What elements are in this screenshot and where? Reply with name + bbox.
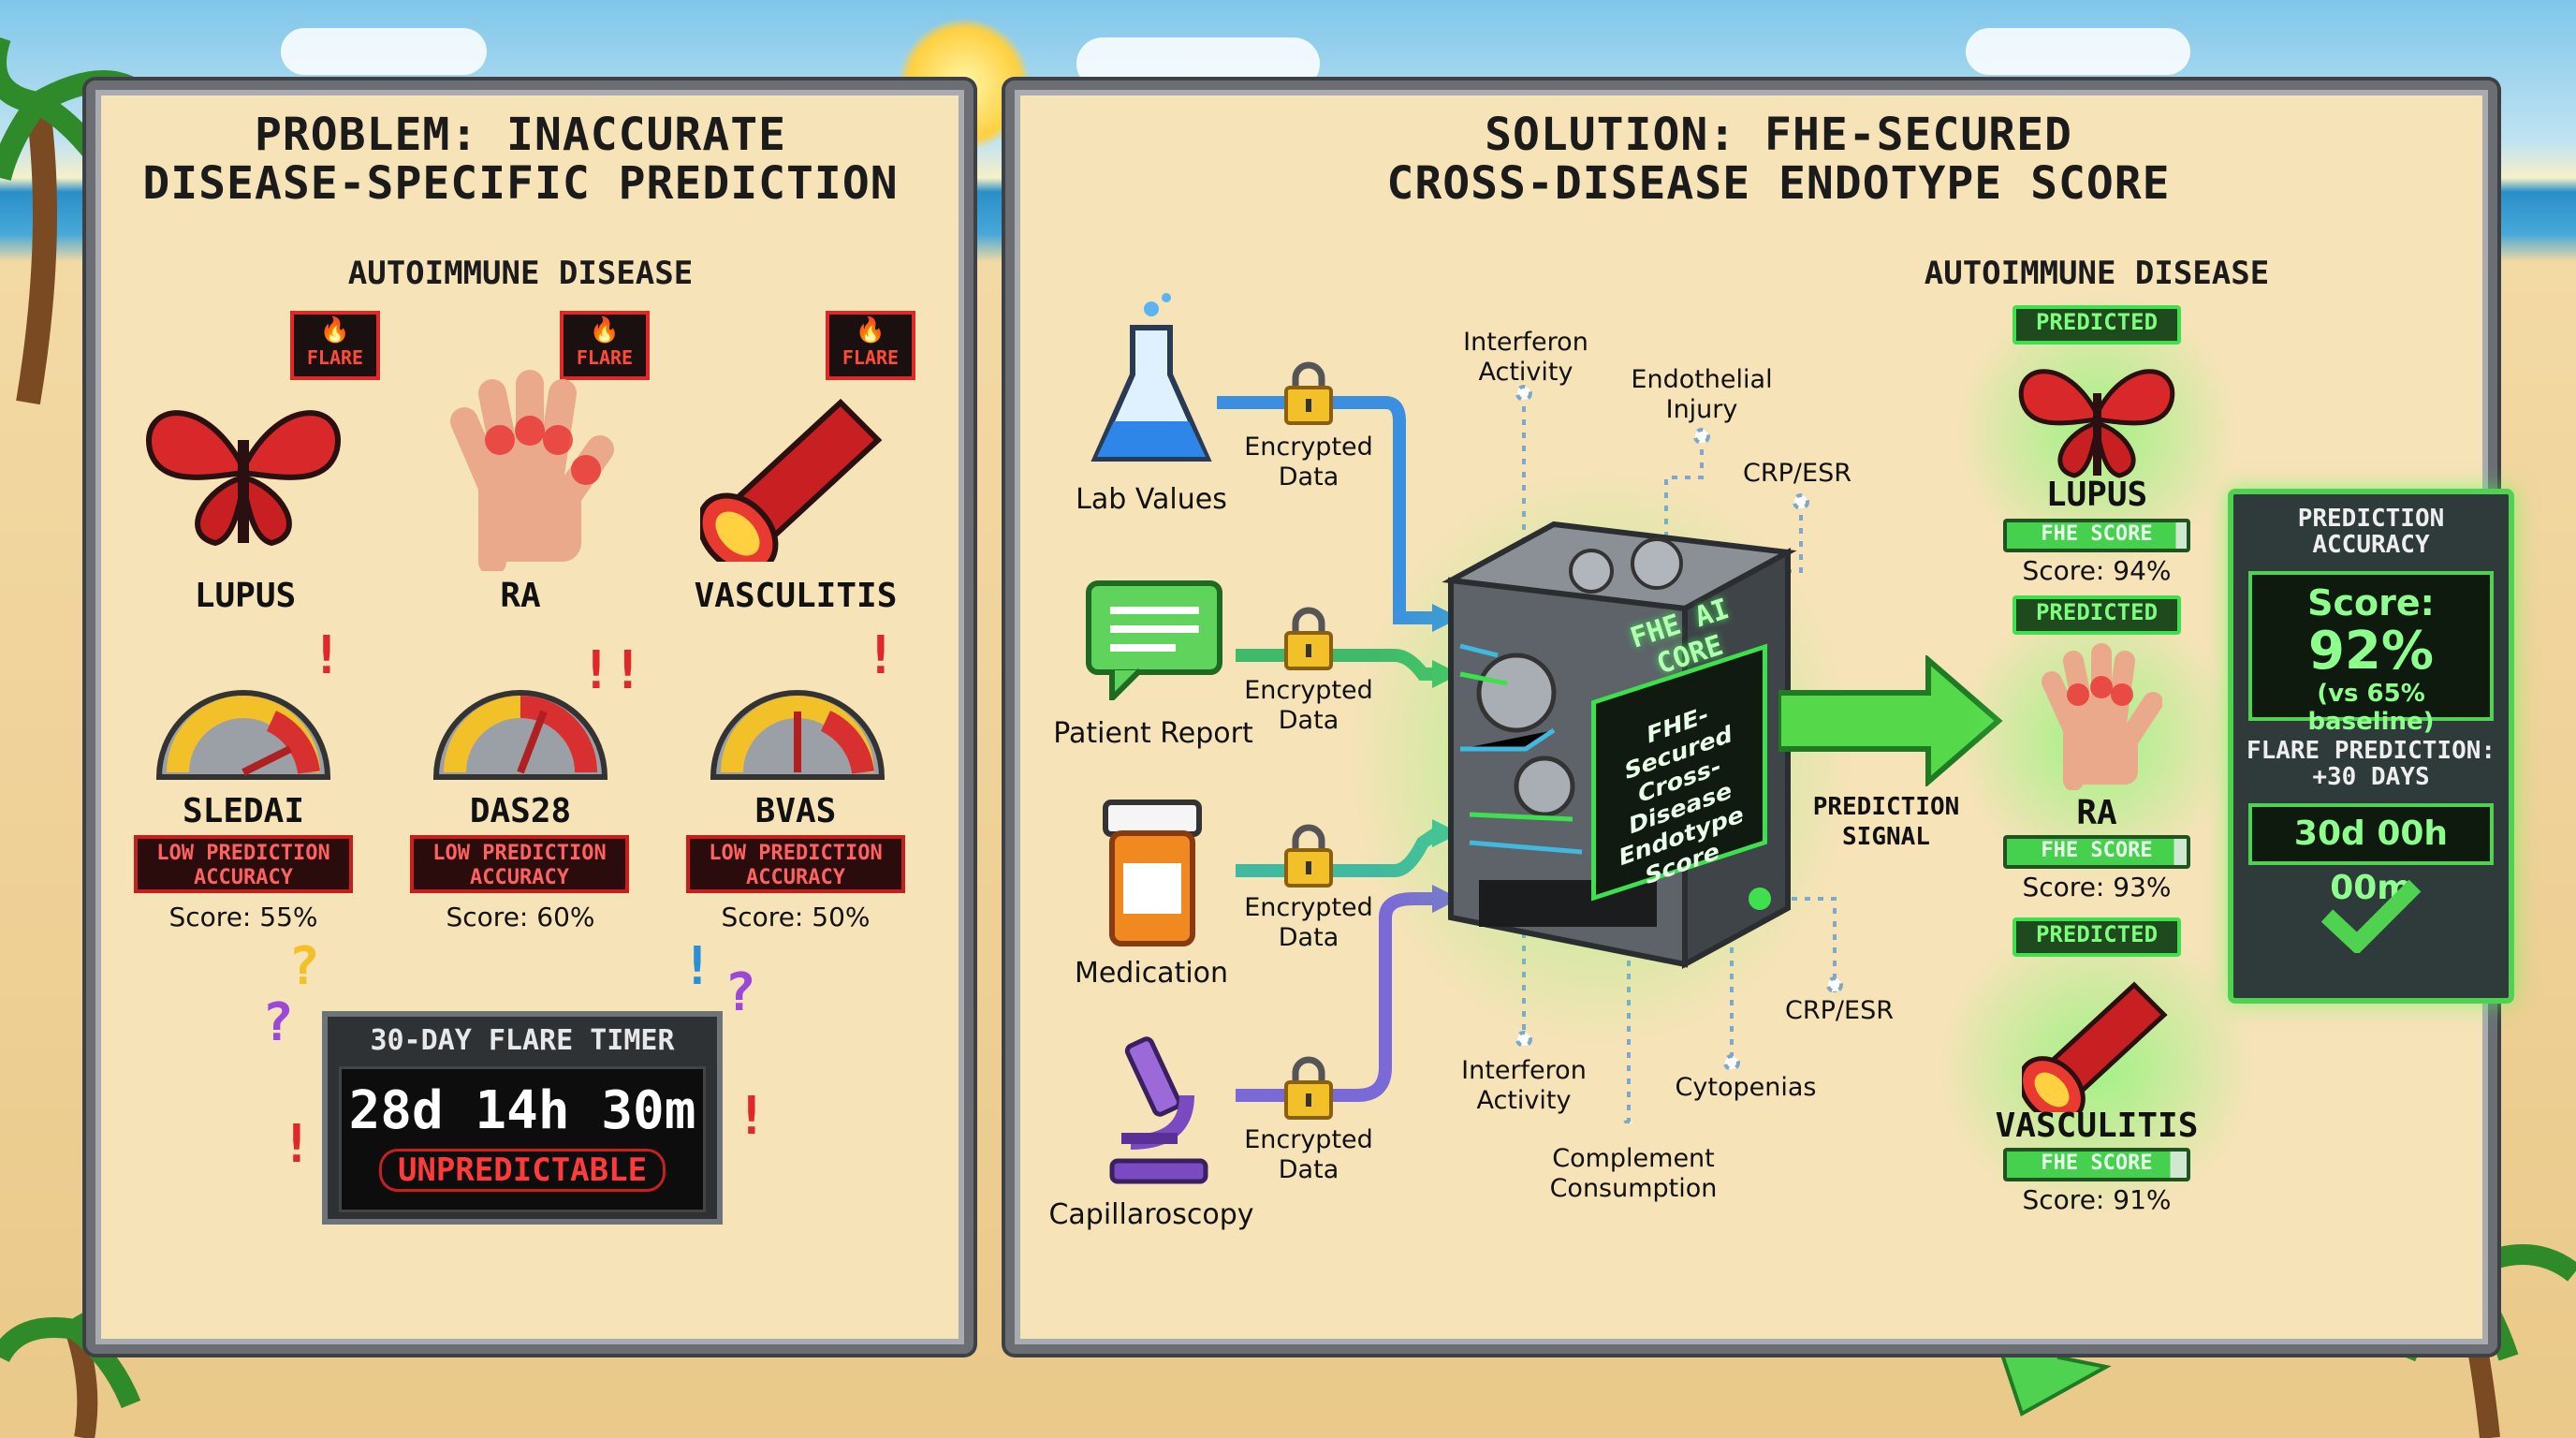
fhe-score-bar: FHE SCORE — [2003, 519, 2190, 552]
fhe-score-label: FHE SCORE — [2041, 839, 2153, 862]
accuracy-title: PREDICTION ACCURACY — [2297, 505, 2445, 559]
gauge-icon — [155, 690, 331, 780]
flare-timer-label: 30-DAY FLARE TIMER — [370, 1024, 675, 1057]
output-score: Score: 94% — [2022, 555, 2172, 586]
cloud — [281, 28, 487, 75]
biomarker-label: Interferon Activity — [1463, 328, 1588, 387]
biomarker-label: CRP/ESR — [1743, 459, 1852, 488]
input-label: Patient Report — [1053, 717, 1253, 750]
low-accuracy-badge: LOW PREDICTION ACCURACY — [410, 835, 629, 893]
problem-title-line1: PROBLEM: INACCURATE — [254, 109, 787, 161]
flare-timer: 30-DAY FLARE TIMER 28d 14h 30m UNPREDICT… — [322, 1011, 723, 1225]
disease-score: Score: 50% — [721, 902, 871, 932]
exclamation-icon: ! — [311, 625, 343, 686]
arthritic-hand-icon — [2042, 643, 2162, 790]
biomarker-label: Complement Consumption — [1549, 1144, 1718, 1203]
fire-icon: 🔥 — [589, 316, 621, 345]
pill-bottle-icon — [1103, 800, 1202, 946]
predicted-badge: PREDICTED — [2012, 917, 2181, 957]
predicted-badge: PREDICTED — [2012, 595, 2181, 635]
solution-title-line2: CROSS-DISEASE ENDOTYPE SCORE — [1386, 157, 2171, 210]
exclamation-icon: ! — [865, 625, 897, 686]
fhe-score-bar: FHE SCORE — [2003, 835, 2190, 869]
unpredictable-badge: UNPREDICTABLE — [379, 1149, 666, 1192]
biomarker-label: CRP/ESR — [1785, 996, 1894, 1025]
problem-subtitle: AUTOIMMUNE DISEASE — [347, 255, 694, 292]
checkmark-icon — [2320, 879, 2422, 953]
disease-index: DAS28 — [469, 792, 572, 830]
encrypted-data-label: Encrypted Data — [1244, 676, 1373, 735]
exclamation-icon: !! — [580, 640, 644, 701]
output-disease-name: LUPUS — [2045, 476, 2148, 514]
question-mark-icon: ? — [724, 962, 756, 1023]
accuracy-baseline: (vs 65% baseline) — [2307, 680, 2435, 736]
accuracy-score-value: 92% — [2307, 621, 2435, 682]
input-label: Lab Values — [1076, 483, 1227, 516]
disease-name: LUPUS — [194, 577, 297, 615]
cloud — [1966, 28, 2190, 75]
disease-index: BVAS — [754, 792, 837, 830]
blood-vessel-icon — [700, 398, 883, 562]
exclamation-icon: ! — [281, 1114, 313, 1175]
padlock-icon — [1284, 824, 1333, 888]
encrypted-data-label: Encrypted Data — [1244, 893, 1373, 952]
prediction-signal-label: PREDICTION SIGNAL — [1812, 793, 1960, 851]
flask-icon — [1090, 293, 1212, 462]
prediction-accuracy-box: PREDICTION ACCURACY Score: 92% (vs 65% b… — [2228, 489, 2514, 1004]
flare-prediction-label: FLARE PREDICTION: +30 DAYS — [2246, 737, 2496, 791]
padlock-icon — [1284, 361, 1333, 425]
butterfly-icon — [146, 410, 341, 547]
padlock-icon — [1284, 1056, 1333, 1120]
fire-icon: 🔥 — [319, 316, 351, 345]
exclamation-icon: ! — [736, 1086, 768, 1147]
fire-icon: 🔥 — [855, 316, 886, 345]
blood-vessel-icon — [2022, 981, 2168, 1112]
fhe-score-bar: FHE SCORE — [2003, 1148, 2190, 1181]
fhe-score-label: FHE SCORE — [2041, 1152, 2153, 1175]
arthritic-hand-icon — [450, 370, 614, 571]
solution-title-line1: SOLUTION: FHE-SECURED — [1485, 109, 2072, 161]
accuracy-score-label: Score: — [2307, 582, 2435, 624]
chat-bubble-icon — [1086, 580, 1222, 700]
gauge-icon — [710, 690, 886, 780]
microscope-icon — [1109, 1036, 1208, 1184]
output-subtitle: AUTOIMMUNE DISEASE — [1924, 255, 2270, 292]
question-mark-icon: ? — [262, 992, 294, 1053]
biomarker-label: Interferon Activity — [1461, 1056, 1587, 1115]
input-label: Capillaroscopy — [1048, 1198, 1254, 1231]
disease-name: VASCULITIS — [694, 577, 898, 615]
low-accuracy-badge: LOW PREDICTION ACCURACY — [134, 835, 353, 893]
output-disease-name: RA — [2076, 794, 2117, 832]
gauge-icon — [432, 690, 608, 780]
problem-title-line2: DISEASE-SPECIFIC PREDICTION — [142, 157, 899, 210]
biomarker-label: Endothelial Injury — [1631, 365, 1773, 424]
flare-prediction-value: 30d 00h 00m — [2248, 803, 2494, 907]
output-disease-name: VASCULITIS — [1995, 1107, 2199, 1145]
biomarker-label: Cytopenias — [1675, 1073, 1817, 1102]
encrypted-data-label: Encrypted Data — [1244, 433, 1373, 492]
predicted-badge: PREDICTED — [2012, 305, 2181, 345]
disease-index: SLEDAI — [182, 792, 305, 830]
flare-badge: 🔥FLARE — [290, 311, 380, 380]
output-score: Score: 93% — [2022, 872, 2172, 902]
disease-score: Score: 55% — [168, 902, 318, 932]
flare-badge: 🔥FLARE — [826, 311, 915, 380]
low-accuracy-badge: LOW PREDICTION ACCURACY — [686, 835, 905, 893]
input-label: Medication — [1074, 957, 1229, 990]
flare-badge: 🔥FLARE — [560, 311, 650, 380]
fhe-score-label: FHE SCORE — [2041, 522, 2153, 546]
disease-score: Score: 60% — [446, 902, 595, 932]
encrypted-data-label: Encrypted Data — [1244, 1125, 1373, 1184]
question-mark-icon: ? — [288, 936, 320, 997]
flare-timer-value: 28d 14h 30m — [348, 1080, 696, 1141]
disease-name: RA — [500, 577, 541, 615]
padlock-icon — [1284, 607, 1333, 670]
exclamation-icon: ! — [681, 936, 713, 997]
output-score: Score: 91% — [2022, 1184, 2172, 1215]
butterfly-icon — [2018, 369, 2175, 478]
